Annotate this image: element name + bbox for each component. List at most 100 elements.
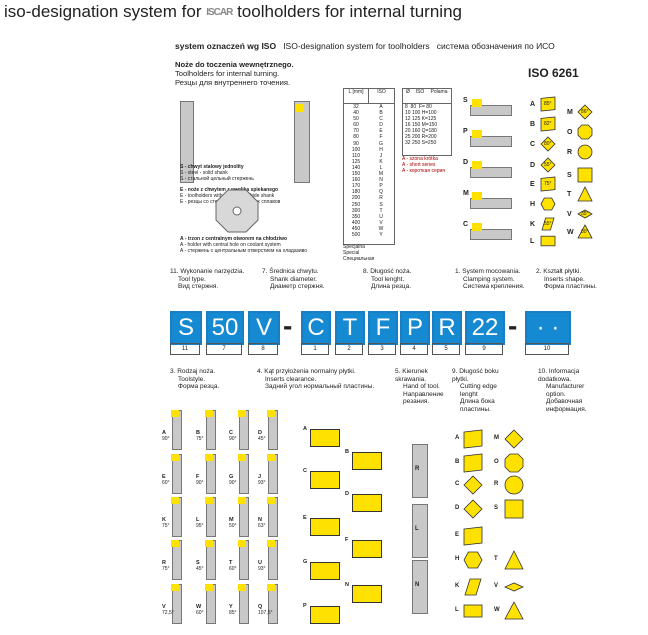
caption-pl: Średnica chwytu.	[269, 268, 319, 275]
shape-letter: A	[530, 101, 536, 108]
toolstyle-letter: A	[162, 430, 166, 436]
caption-line: 9. Długość boku płytki.	[452, 368, 508, 383]
toolstyle-insert	[267, 584, 275, 591]
toolstyle-letter: Q	[258, 604, 263, 610]
length-code: S	[379, 201, 383, 208]
insert-shape-icon	[463, 550, 483, 575]
caption-line: 3. Rodzaj noża.	[170, 368, 226, 376]
field-caption: 9. Długość boku płytki.Cutting edge leng…	[452, 368, 508, 413]
clamp-letter: C	[463, 221, 469, 228]
shape-letter: W	[494, 607, 500, 613]
toolstyle-letter: D	[258, 430, 262, 436]
toolstyle-insert	[267, 497, 275, 504]
shape-letter: S	[567, 172, 572, 179]
caption-en: Clamping system.	[463, 275, 515, 283]
length-value: 32	[353, 104, 359, 110]
code-segment: 50	[206, 311, 244, 345]
clearance-letter: N	[345, 582, 349, 588]
shape-angle: 55°	[544, 221, 552, 227]
shape-letter: O	[567, 129, 573, 136]
shape-letter: B	[455, 459, 460, 465]
caption-number: 3.	[170, 368, 176, 375]
toolstyle-angle: 93°	[258, 480, 266, 486]
code-segment: R	[432, 311, 462, 345]
toolstyle-angle: 90°	[196, 480, 204, 486]
clamp-drawing	[470, 198, 512, 209]
length-value: 60	[353, 122, 359, 129]
toolstyle-angle: 90°	[229, 480, 237, 486]
length-value: 70	[353, 128, 359, 135]
code-segment: V	[248, 311, 280, 345]
insert-shape-icon	[577, 186, 593, 207]
field-caption: 11. Wykonanie narzędzia.Tool type.Вид ст…	[170, 268, 250, 291]
length-row: 500 Y	[344, 232, 394, 238]
toolstyle-insert	[171, 454, 179, 461]
caption-line: 1. System mocowania.	[455, 268, 535, 276]
caption-pl: Wykonanie narzędzia.	[180, 268, 245, 275]
toolstyle-insert	[205, 454, 213, 461]
clamp-drawing	[470, 229, 512, 240]
clearance-insert	[310, 429, 340, 447]
field-caption: 4. Kąt przyłożenia normalny płytki.Inser…	[257, 368, 377, 391]
diameter-row: 12 125 K=125	[405, 116, 437, 122]
length-value: 150	[351, 171, 361, 178]
hand-tool-drawing	[412, 560, 428, 614]
code-position-number: 7	[206, 343, 242, 355]
caption-en: Hand of tool.	[403, 383, 440, 390]
length-code: F	[379, 134, 383, 141]
toolstyle-letter: T	[229, 560, 233, 566]
shape-letter: H	[530, 201, 536, 208]
length-code: K	[379, 158, 383, 165]
code-segment: S	[170, 311, 202, 345]
caption-number: 1.	[455, 268, 461, 275]
shape-letter: D	[530, 162, 536, 169]
hand-tool-drawing	[412, 504, 428, 558]
length-value: 500	[351, 231, 361, 238]
length-value: 300	[351, 207, 361, 214]
caption-line: 4. Kąt przyłożenia normalny płytki.	[257, 368, 377, 376]
shape-letter: S	[494, 505, 499, 511]
toolstyle-letter: V	[162, 604, 166, 610]
toolstyle-angle: 50°	[229, 523, 237, 529]
toolstyle-letter: F	[196, 474, 200, 480]
length-code: Y	[379, 231, 383, 238]
toolstyle-letter: K	[162, 517, 166, 523]
insert-shape-icon	[540, 196, 556, 217]
caption-en: Inserts clearance.	[265, 375, 317, 383]
length-code: E	[379, 128, 383, 135]
insert-shape-icon	[577, 206, 593, 227]
toolstyle-insert	[238, 454, 246, 461]
section-title: Noże do toczenia wewnętrznego. Toolholde…	[175, 60, 294, 87]
brand-logo: ISCAR	[206, 7, 233, 19]
length-value: 450	[351, 225, 361, 232]
caption-en: Toolstyle.	[178, 375, 206, 383]
insert-shape-icon	[504, 577, 524, 602]
caption-ru: Вид стержня.	[178, 283, 219, 290]
insert-shape-icon	[463, 526, 483, 551]
toolstyle-angle: 75°	[162, 566, 170, 572]
length-row: 70 E	[344, 128, 394, 134]
insert-shape-icon	[463, 499, 483, 524]
clamp-insert	[472, 223, 482, 231]
length-value: 350	[351, 213, 361, 220]
caption-ru: Форма пластины.	[544, 283, 597, 290]
caption-en: Cutting edge lenght	[460, 383, 497, 398]
length-code: G	[379, 140, 383, 147]
toolstyle-insert	[238, 410, 246, 417]
code-dash: -	[508, 310, 518, 341]
toolstyle-letter: U	[258, 560, 262, 566]
toolstyle-letter: N	[258, 517, 262, 523]
hand-letter: L	[415, 526, 419, 532]
code-position-number: 4	[400, 343, 428, 355]
coolant-note: A - trzon z centralnym otworem na chłodz…	[180, 236, 308, 254]
caption-ru: Диаметр стержня.	[270, 283, 325, 290]
clamp-drawing	[470, 167, 512, 178]
